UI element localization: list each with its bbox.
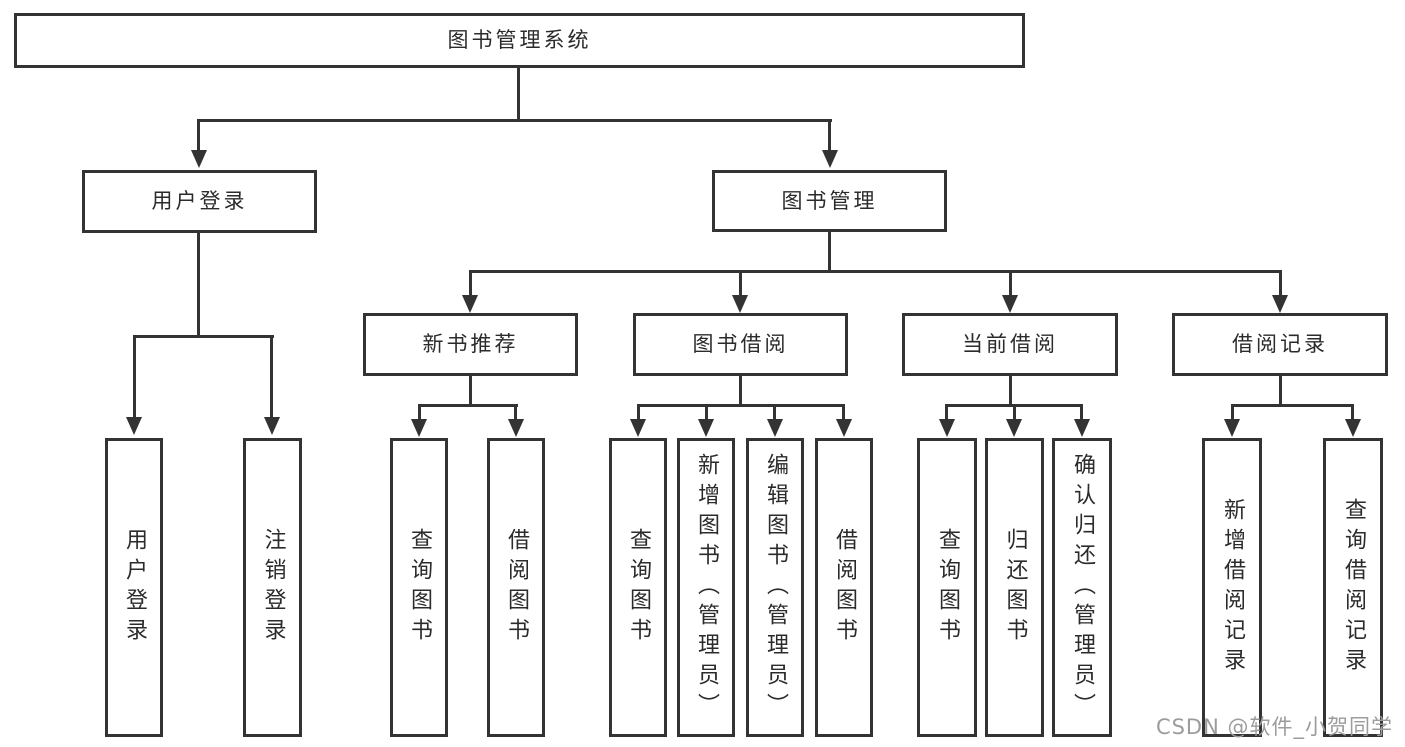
connector-line — [828, 230, 831, 272]
connector-line — [418, 404, 421, 420]
leaf-query-books-recommend: 查询图书 — [390, 438, 448, 737]
leaf-query-borrow-record: 查询借阅记录 — [1323, 438, 1383, 737]
leaf-borrow-books-recommend: 借阅图书 — [487, 438, 545, 737]
connector-line — [739, 376, 742, 406]
connector-line — [637, 404, 640, 420]
connector-line — [1009, 270, 1012, 297]
leaf-confirm-return-admin: 确认归还（管理员） — [1052, 438, 1112, 737]
leaf-add-borrow-record: 新增借阅记录 — [1202, 438, 1262, 737]
connector-line — [469, 270, 1282, 273]
leaf-query-books-current: 查询图书 — [917, 438, 977, 737]
connector-line — [514, 404, 517, 420]
connector-line — [705, 404, 708, 420]
connector-line — [133, 335, 274, 338]
leaf-logout: 注销登录 — [243, 438, 302, 737]
connector-line — [517, 66, 520, 120]
arrow-head-icon — [1006, 419, 1022, 437]
connector-line — [198, 119, 832, 122]
watermark: CSDN @软件_小贺同学 — [1155, 715, 1393, 739]
leaf-add-books-admin: 新增图书（管理员） — [677, 438, 735, 737]
arrow-head-icon — [1074, 419, 1090, 437]
node-user-login: 用户登录 — [82, 170, 317, 233]
arrow-head-icon — [732, 295, 748, 313]
arrow-head-icon — [508, 419, 524, 437]
connector-line — [418, 404, 518, 407]
arrow-head-icon — [191, 150, 207, 168]
connector-line — [469, 376, 472, 406]
arrow-head-icon — [264, 417, 280, 435]
connector-line — [469, 270, 472, 297]
arrow-head-icon — [939, 419, 955, 437]
connector-line — [197, 233, 200, 337]
arrow-head-icon — [822, 150, 838, 168]
leaf-return-books: 归还图书 — [985, 438, 1044, 737]
connector-line — [945, 404, 948, 420]
connector-line — [637, 404, 845, 407]
connector-line — [197, 119, 200, 152]
arrow-head-icon — [630, 419, 646, 437]
arrow-head-icon — [836, 419, 852, 437]
connector-line — [1231, 404, 1234, 420]
node-library-system: 图书管理系统 — [14, 13, 1025, 68]
connector-line — [270, 335, 273, 419]
connector-line — [828, 119, 831, 152]
leaf-query-books-borrow: 查询图书 — [609, 438, 667, 737]
connector-line — [1231, 404, 1354, 407]
connector-line — [133, 335, 136, 419]
leaf-edit-books-admin: 编辑图书（管理员） — [746, 438, 804, 737]
connector-line — [1351, 404, 1354, 420]
arrow-head-icon — [1224, 419, 1240, 437]
leaf-user-login: 用户登录 — [105, 438, 163, 737]
connector-line — [1013, 404, 1016, 420]
node-book-borrow: 图书借阅 — [633, 313, 848, 376]
arrow-head-icon — [126, 417, 142, 435]
connector-line — [739, 270, 742, 297]
arrow-head-icon — [767, 419, 783, 437]
arrow-head-icon — [462, 295, 478, 313]
connector-line — [1279, 376, 1282, 406]
connector-line — [1009, 376, 1012, 406]
arrow-head-icon — [411, 419, 427, 437]
connector-line — [842, 404, 845, 420]
node-new-book-recommend: 新书推荐 — [363, 313, 578, 376]
node-current-borrow: 当前借阅 — [902, 313, 1118, 376]
arrow-head-icon — [1345, 419, 1361, 437]
connector-line — [773, 404, 776, 420]
node-borrow-records: 借阅记录 — [1172, 313, 1388, 376]
arrow-head-icon — [1002, 295, 1018, 313]
arrow-head-icon — [1272, 295, 1288, 313]
leaf-borrow-books: 借阅图书 — [815, 438, 873, 737]
connector-line — [1080, 404, 1083, 420]
connector-line — [1279, 270, 1282, 297]
node-book-management: 图书管理 — [712, 170, 947, 232]
arrow-head-icon — [698, 419, 714, 437]
